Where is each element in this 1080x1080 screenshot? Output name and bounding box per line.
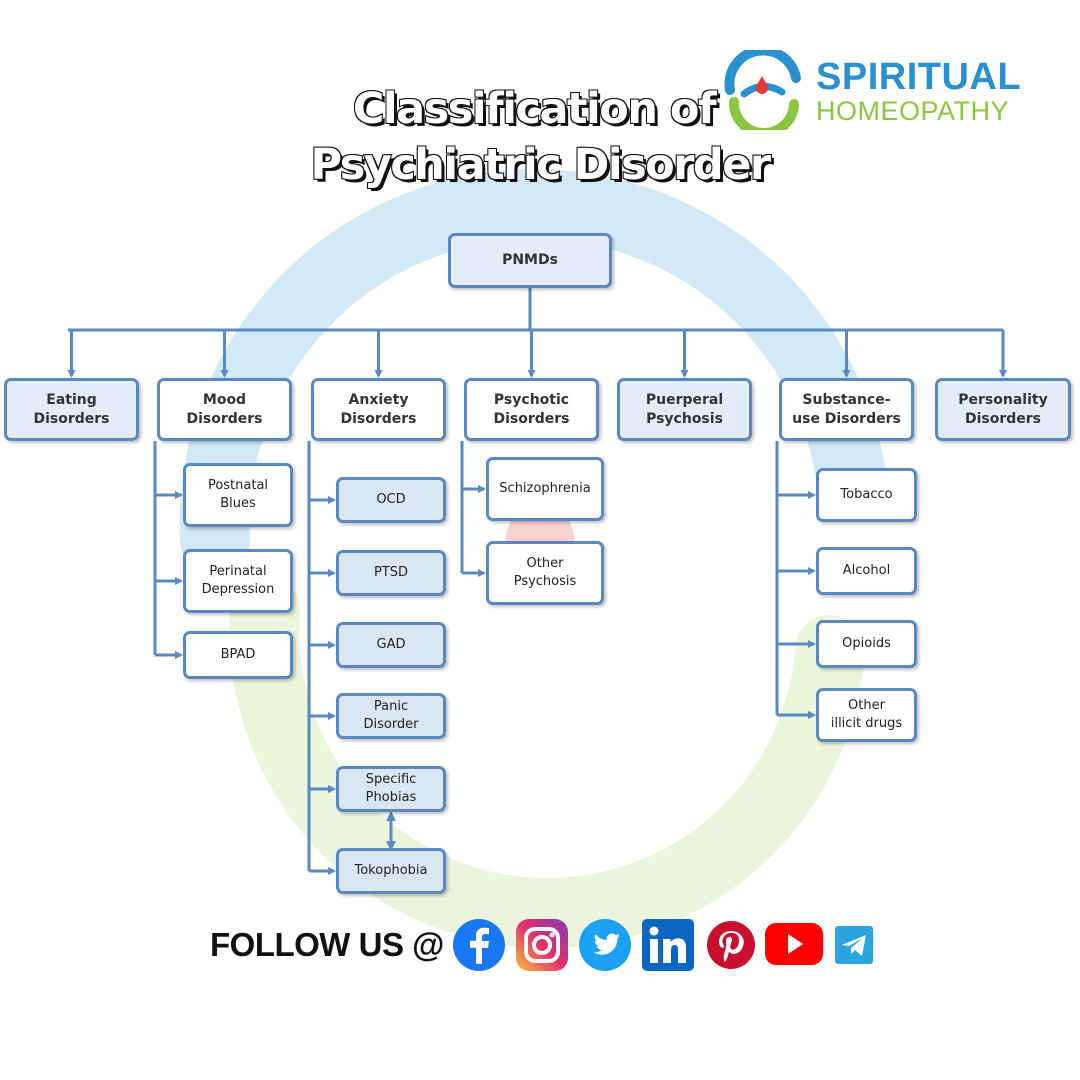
node-gad-label: GAD: [376, 637, 406, 653]
root-node-pnmds-label: PNMDs: [502, 252, 558, 269]
twitter-icon[interactable]: [578, 918, 632, 972]
node-gad: GAD: [336, 622, 446, 668]
spiritual-homeopathy-logo-icon: [724, 45, 801, 138]
node-ocd-label: OCD: [376, 492, 406, 508]
node-perinatal-depression: Perinatal Depression: [183, 549, 293, 613]
youtube-icon[interactable]: [764, 918, 824, 972]
node-tobacco: Tobacco: [816, 468, 917, 522]
node-other-psychosis-label: Other Psychosis: [513, 556, 577, 589]
node-tokophobia: Tokophobia: [336, 848, 446, 894]
category-eating-disorders: Eating Disorders: [4, 378, 139, 441]
node-schizophrenia-label: Schizophrenia: [499, 481, 591, 497]
node-opioids: Opioids: [816, 620, 917, 668]
connector-lines: [67, 288, 1007, 875]
node-perinatal-depression-label: Perinatal Depression: [201, 564, 275, 597]
follow-us-label: FOLLOW US @: [210, 926, 444, 963]
category-puerperal-psychosis-label: Puerperal Psychosis: [645, 391, 724, 427]
node-other-illicit-drugs-label: Other illicit drugs: [830, 698, 903, 731]
brand-subtitle: HOMEOPATHY: [816, 96, 1010, 126]
node-tokophobia-label: Tokophobia: [354, 863, 428, 879]
instagram-icon[interactable]: [515, 918, 569, 972]
category-anxiety-disorders-label: Anxiety Disorders: [340, 391, 417, 427]
category-eating-disorders-label: Eating Disorders: [33, 391, 110, 427]
category-mood-disorders-label: Mood Disorders: [186, 391, 263, 427]
root-node-pnmds: PNMDs: [448, 233, 612, 288]
telegram-icon[interactable]: [834, 918, 874, 972]
category-mood-disorders: Mood Disorders: [157, 378, 292, 441]
brand-logo: SPIRITUAL HOMEOPATHY: [720, 45, 1050, 138]
node-other-psychosis: Other Psychosis: [486, 541, 604, 605]
node-postnatal-blues-label: Postnatal Blues: [207, 478, 269, 511]
node-ptsd: PTSD: [336, 550, 446, 596]
category-psychotic-disorders: Psychotic Disorders: [464, 378, 599, 441]
node-specific-phobias-label: Specific Phobias: [365, 772, 417, 805]
category-personality-disorders: Personality Disorders: [935, 378, 1071, 441]
node-opioids-label: Opioids: [842, 636, 891, 652]
brand-name: SPIRITUAL: [816, 56, 1022, 98]
category-substance-use-disorders: Substance- use Disorders: [779, 378, 914, 441]
node-ocd: OCD: [336, 477, 446, 523]
category-puerperal-psychosis: Puerperal Psychosis: [617, 378, 752, 441]
node-postnatal-blues: Postnatal Blues: [183, 463, 293, 527]
linkedin-icon[interactable]: [641, 918, 695, 972]
category-psychotic-disorders-label: Psychotic Disorders: [493, 391, 570, 427]
node-alcohol-label: Alcohol: [842, 563, 891, 579]
title-line-2: Psychiatric Disorder: [309, 139, 772, 191]
node-panic-disorder: Panic Disorder: [336, 693, 446, 739]
node-specific-phobias: Specific Phobias: [336, 766, 446, 812]
node-other-illicit-drugs: Other illicit drugs: [816, 688, 917, 742]
node-panic-disorder-label: Panic Disorder: [363, 699, 419, 732]
pinterest-icon[interactable]: [704, 918, 758, 972]
node-ptsd-label: PTSD: [373, 565, 409, 581]
node-alcohol: Alcohol: [816, 547, 917, 595]
category-anxiety-disorders: Anxiety Disorders: [311, 378, 446, 441]
category-personality-disorders-label: Personality Disorders: [958, 391, 1048, 427]
title-line-1: Classification of: [352, 83, 718, 135]
node-bpad-label: BPAD: [220, 647, 256, 663]
node-bpad: BPAD: [183, 631, 293, 679]
category-substance-use-disorders-label: Substance- use Disorders: [792, 391, 901, 427]
node-schizophrenia: Schizophrenia: [486, 457, 604, 521]
node-tobacco-label: Tobacco: [840, 487, 893, 503]
facebook-icon[interactable]: [452, 918, 506, 972]
